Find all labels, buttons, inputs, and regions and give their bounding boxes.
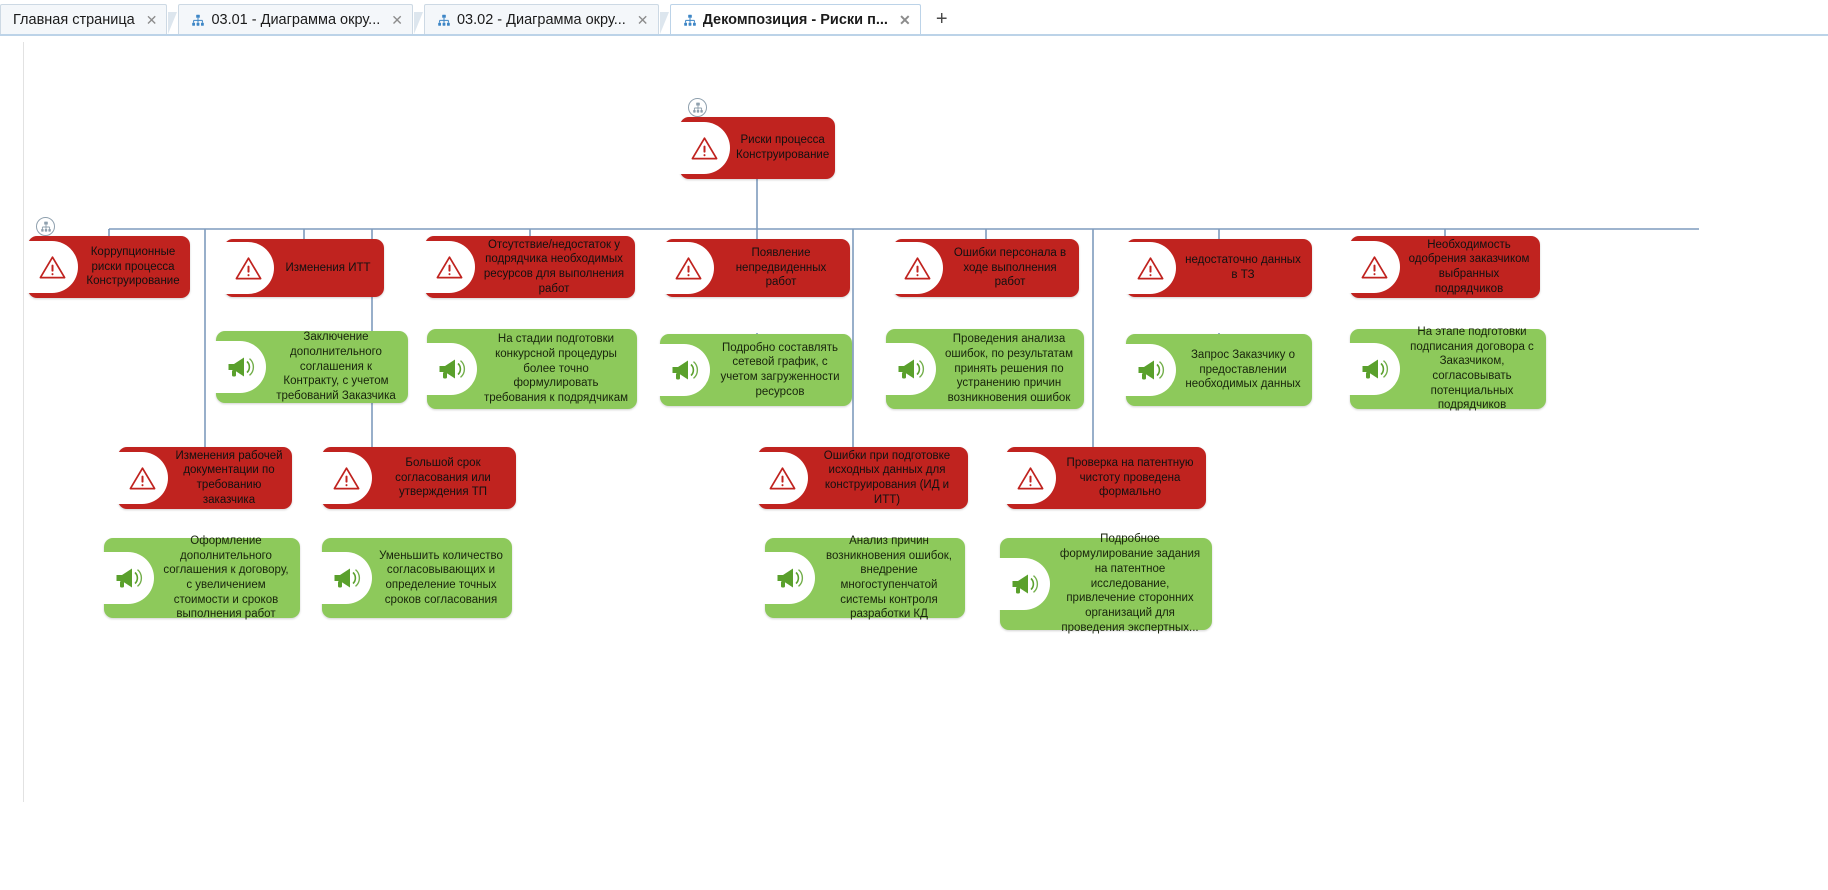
node-risk-r2[interactable]: Изменения ИТТ [222, 239, 384, 297]
megaphone-icon [998, 558, 1050, 610]
node-risk-r5[interactable]: Ошибки персонала в ходе выполнения работ [891, 239, 1079, 297]
warning-triangle-icon [662, 242, 714, 294]
node-label: Изменения рабочей документации по требов… [175, 449, 283, 506]
tab-close-icon[interactable]: ✕ [636, 11, 649, 28]
warning-triangle-icon [116, 452, 168, 504]
node-label: Уменьшить количество согласовывающих и о… [379, 549, 503, 606]
node-risk-r1[interactable]: Коррупционные риски процесса Конструиров… [26, 217, 190, 298]
hierarchy-icon [437, 14, 451, 28]
node-label: Отсутствие/недостаток у подрядчика необх… [483, 238, 625, 295]
tab-close-icon[interactable]: ✕ [145, 11, 158, 28]
megaphone-icon [658, 344, 710, 396]
node-risk-r2a[interactable]: Изменения рабочей документации по требов… [116, 447, 292, 509]
warning-triangle-icon [1348, 241, 1400, 293]
warning-triangle-icon [320, 452, 372, 504]
new-tab-button[interactable]: + [935, 7, 948, 30]
node-measure-m2[interactable]: Заключение дополнительного соглашения к … [214, 331, 408, 403]
tab-3[interactable]: Декомпозиция - Риски п... ✕ [669, 4, 921, 34]
node-label: Анализ причин возникновения ошибок, внед… [826, 534, 952, 621]
node-risk-r3[interactable]: Отсутствие/недостаток у подрядчика необх… [423, 236, 635, 298]
node-label: Ошибки персонала в ходе выполнения работ [953, 246, 1067, 289]
tab-2[interactable]: 03.02 - Диаграмма окру... ✕ [423, 4, 659, 34]
hierarchy-icon [191, 14, 205, 28]
megaphone-icon [425, 343, 477, 395]
canvas-left-rule [23, 42, 24, 802]
node-label: Подробно составлять сетевой график, с уч… [720, 341, 840, 398]
node-label: Появление непредвиденных работ [735, 246, 827, 289]
warning-triangle-icon [222, 242, 274, 294]
node-label: Необходимость одобрения заказчиком выбра… [1408, 238, 1530, 295]
node-label: Запрос Заказчику о предоставлении необхо… [1185, 348, 1301, 391]
megaphone-icon [884, 343, 936, 395]
tab-close-icon[interactable]: ✕ [391, 11, 403, 28]
node-risk-r3a[interactable]: Большой срок согласования или утверждени… [320, 447, 516, 509]
hierarchy-icon [683, 14, 697, 28]
node-label: Риски процесса Конструирование [736, 134, 830, 161]
node-measure-m4[interactable]: Подробно составлять сетевой график, с уч… [658, 334, 852, 406]
node-root-risk[interactable]: Риски процесса Конструирование [678, 98, 835, 179]
node-measure-m3[interactable]: На стадии подготовки конкурсной процедур… [425, 329, 637, 409]
tab-close-icon[interactable]: ✕ [898, 11, 911, 28]
warning-triangle-icon [423, 241, 475, 293]
tab-bar: Главная страница✕03.01 - Диаграмма окру.… [0, 0, 1828, 36]
tab-1[interactable]: 03.01 - Диаграмма окру... ✕ [178, 4, 413, 34]
tab-separator [659, 12, 669, 34]
megaphone-icon [102, 552, 154, 604]
warning-triangle-icon [756, 452, 808, 504]
node-label: Подробное формулирование задания на пате… [1059, 533, 1201, 634]
node-label: Изменения ИТТ [285, 261, 371, 274]
warning-triangle-icon [678, 122, 730, 174]
node-label: Проведения анализа ошибок, по результата… [945, 333, 1073, 405]
megaphone-icon [763, 552, 815, 604]
megaphone-icon [1124, 344, 1176, 396]
tab-label: 03.02 - Диаграмма окру... [456, 11, 626, 28]
megaphone-icon [320, 552, 372, 604]
diagram-canvas[interactable]: Риски процесса Конструирование Коррупцио… [0, 36, 1828, 890]
node-measure-m6[interactable]: Запрос Заказчику о предоставлении необхо… [1124, 334, 1312, 406]
node-risk-r5a[interactable]: Ошибки при подготовке исходных данных дл… [756, 447, 968, 509]
node-label: Заключение дополнительного соглашения к … [276, 331, 396, 403]
node-risk-r4[interactable]: Появление непредвиденных работ [662, 239, 850, 297]
node-measure-m2a[interactable]: Оформление дополнительного соглашения к … [102, 535, 300, 620]
node-label: Оформление дополнительного соглашения к … [163, 534, 289, 621]
node-measure-m3a[interactable]: Уменьшить количество согласовывающих и о… [320, 538, 512, 618]
node-measure-m6a[interactable]: Подробное формулирование задания на пате… [998, 533, 1212, 634]
node-label: На стадии подготовки конкурсной процедур… [484, 333, 628, 405]
node-label: недостаточно данных в ТЗ [1185, 254, 1301, 281]
node-risk-r6[interactable]: недостаточно данных в ТЗ [1124, 239, 1312, 297]
tab-separator [168, 12, 178, 34]
node-label: Коррупционные риски процесса Конструиров… [86, 245, 180, 288]
node-label: Ошибки при подготовке исходных данных дл… [823, 449, 951, 506]
warning-triangle-icon [1004, 452, 1056, 504]
tab-0[interactable]: Главная страница ✕ [0, 4, 168, 34]
node-measure-m5a[interactable]: Анализ причин возникновения ошибок, внед… [763, 535, 965, 620]
node-label: Проверка на патентную чистоту проведена … [1066, 456, 1194, 499]
megaphone-icon [214, 341, 266, 393]
node-risk-r6a[interactable]: Проверка на патентную чистоту проведена … [1004, 447, 1206, 509]
warning-triangle-icon [891, 242, 943, 294]
tab-separator [413, 12, 423, 34]
warning-triangle-icon [1124, 242, 1176, 294]
node-label: На этапе подготовки подписания договора … [1410, 325, 1534, 412]
decomposition-marker-icon[interactable] [688, 98, 707, 117]
warning-triangle-icon [26, 241, 78, 293]
tab-label: Декомпозиция - Риски п... [702, 11, 888, 28]
megaphone-icon [1348, 343, 1400, 395]
node-measure-m7[interactable]: На этапе подготовки подписания договора … [1348, 326, 1546, 411]
node-risk-r7[interactable]: Необходимость одобрения заказчиком выбра… [1348, 236, 1540, 298]
tab-label: Главная страница [13, 11, 135, 28]
decomposition-marker-icon[interactable] [36, 217, 55, 236]
node-measure-m5[interactable]: Проведения анализа ошибок, по результата… [884, 329, 1084, 409]
node-label: Большой срок согласования или утверждени… [395, 456, 491, 499]
tab-label: 03.01 - Диаграмма окру... [211, 11, 381, 28]
